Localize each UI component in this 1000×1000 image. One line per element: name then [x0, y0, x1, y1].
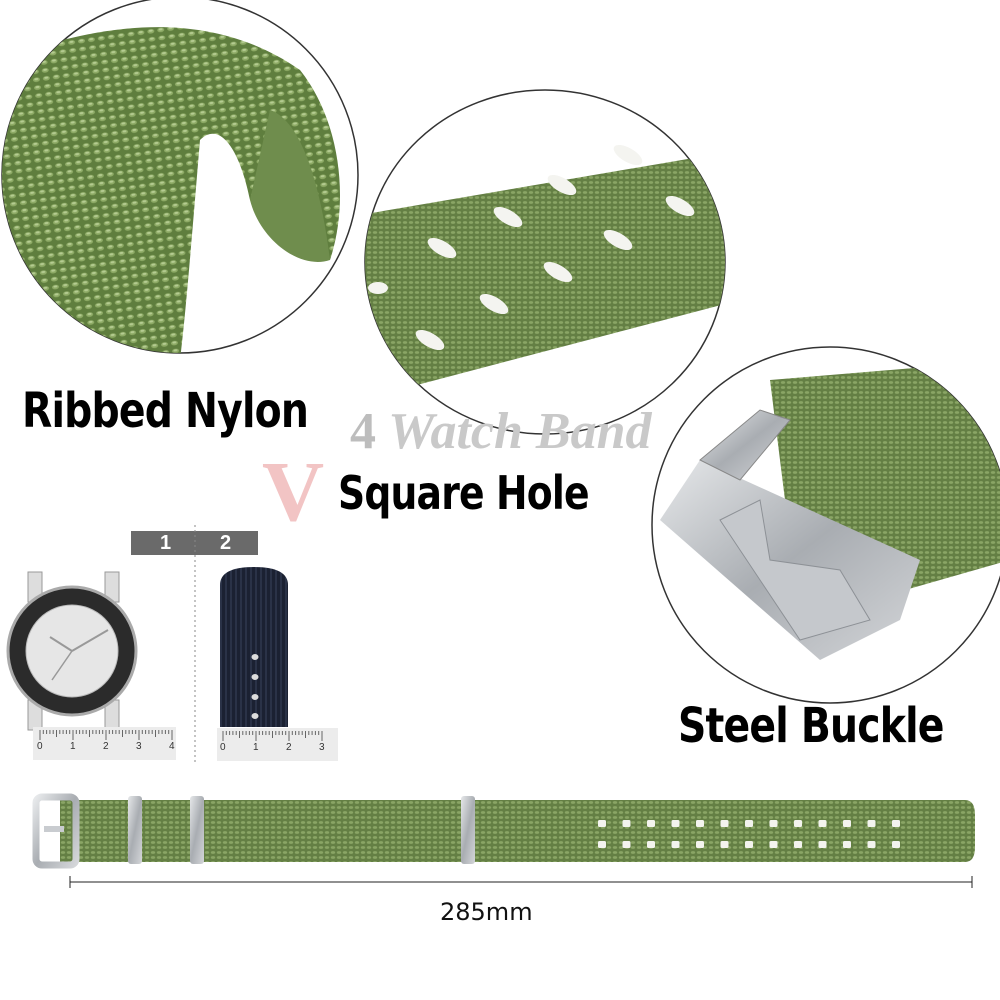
ruler-strap [217, 728, 338, 761]
full-strap [32, 793, 975, 888]
ribbed-nylon-label: Ribbed Nylon [22, 383, 309, 439]
watermark-brand: Watch Band [388, 403, 652, 460]
strap-hole [867, 820, 876, 827]
watch-drawing [6, 571, 138, 731]
measurement-diagram [6, 525, 338, 765]
strap-hole [598, 841, 606, 848]
strap-hole [745, 841, 753, 848]
ruler-watch-tick-label: 0 [37, 741, 43, 752]
square-hole-closeup [364, 89, 726, 435]
strap-hole [622, 820, 631, 827]
strap-hole [843, 841, 851, 848]
ruler-watch-tick-label: 3 [136, 741, 142, 752]
keeper-loop [128, 796, 142, 864]
strap-hole [818, 841, 827, 848]
watermark-logo: V [262, 443, 324, 539]
strap-hole [671, 841, 680, 848]
ruler-strap-tick-label: 2 [286, 742, 292, 753]
steel-buckle-label: Steel Buckle [678, 698, 944, 754]
strap-hole [892, 820, 900, 827]
buckle [32, 793, 80, 869]
keeper-loop [190, 796, 204, 864]
step-2: 2 [220, 532, 232, 554]
strap-hole [745, 820, 753, 827]
keeper-loop [461, 796, 475, 864]
strap-hole [647, 841, 655, 848]
ruler-strap-tick-label: 0 [220, 742, 226, 753]
ruler-watch-tick-label: 4 [169, 741, 175, 752]
strap-hole [696, 841, 704, 848]
strap-hole [696, 820, 704, 827]
ruler-watch-tick-label: 2 [103, 741, 109, 752]
step-1: 1 [160, 532, 172, 554]
strap-hole [769, 820, 778, 827]
navy-strap-drawing [220, 567, 288, 727]
ruler-watch-tick-label: 1 [70, 741, 76, 752]
strap-hole [818, 820, 827, 827]
strap-hole [720, 841, 729, 848]
square-hole-label: Square Hole [338, 466, 590, 520]
strap-hole [794, 820, 802, 827]
ruler-strap-tick-label: 1 [253, 742, 259, 753]
ribbed-nylon-closeup [1, 0, 359, 354]
strap-hole [598, 820, 606, 827]
steel-buckle-closeup [651, 346, 1000, 704]
watermark-number: 4 [350, 403, 376, 460]
watermark-text: 4 Watch Band [350, 406, 652, 458]
strap-hole [647, 820, 655, 827]
ruler-strap-tick-label: 3 [319, 742, 325, 753]
strap-hole [892, 841, 900, 848]
strap-hole [720, 820, 729, 827]
strap-hole [843, 820, 851, 827]
strap-hole [769, 841, 778, 848]
strap-length: 285mm [440, 898, 533, 926]
strap-hole [867, 841, 876, 848]
strap-hole [671, 820, 680, 827]
strap-hole [794, 841, 802, 848]
strap-hole [622, 841, 631, 848]
